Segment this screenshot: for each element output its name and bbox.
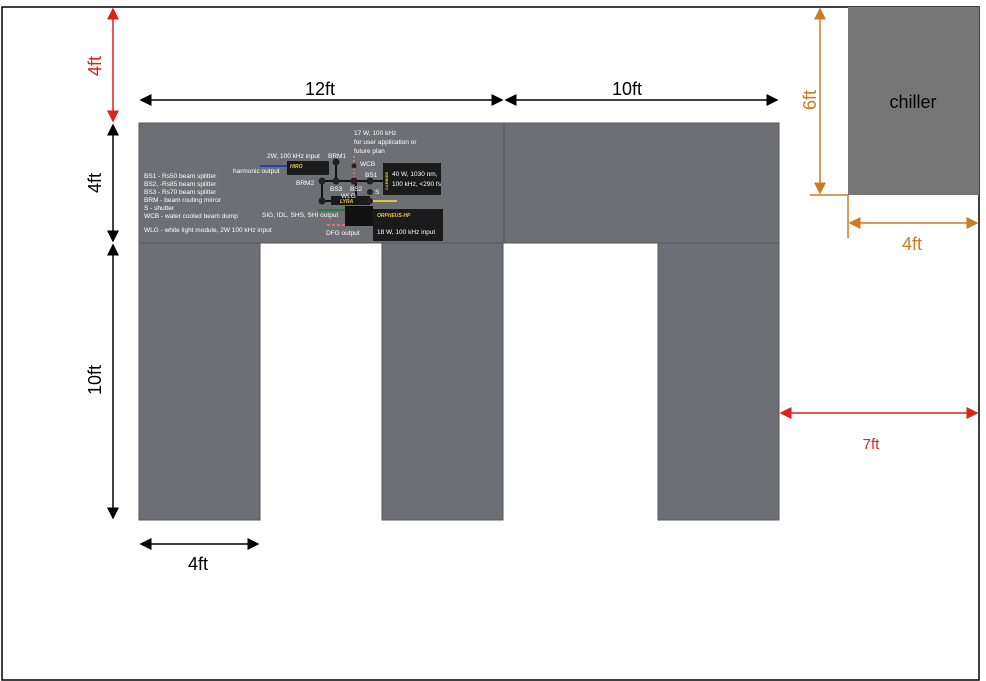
legend-item: S - shutter [144, 205, 175, 212]
table-leg-3 [657, 242, 780, 521]
user-beam-label: future plan [354, 148, 385, 155]
dim-label-table-depth: 4ft [85, 173, 105, 193]
brm2-label: BRM2 [296, 180, 314, 187]
lyra-module [331, 196, 370, 205]
dim-label-chiller-depth: 6ft [800, 90, 820, 110]
orpheus-hp-module [373, 209, 443, 241]
shutter-label: S [375, 189, 380, 196]
carbide-laser [383, 163, 441, 195]
legend-item: BS2, -Rs85 beam splitter [144, 181, 217, 188]
table-leg-2 [381, 242, 504, 521]
carbide-spec: 100 kHz, <290 fs [392, 181, 442, 188]
legend-item: BS1 - Rs50 beam splitter [144, 173, 217, 180]
harmonic-output-label: harmonic output [233, 168, 280, 175]
optics-legend: BS1 - Rs50 beam splitter BS2, -Rs85 beam… [144, 173, 272, 234]
legend-item: BRM - beam routing mirror [144, 197, 222, 204]
hiro-label: HIRO [290, 164, 303, 170]
bs1-label: BS1 [365, 172, 378, 179]
bs3-label: BS3 [330, 186, 343, 193]
dim-label-12ft: 12ft [305, 79, 335, 99]
user-beam-label: for user application or [354, 139, 417, 146]
dim-label-leg-width: 4ft [188, 554, 208, 574]
legend-item: WLG - white light module, 2W 100 kHz inp… [144, 227, 272, 234]
orpheus-label: ORPHEUS-HP [377, 213, 411, 219]
dim-label-10ft-top: 10ft [612, 79, 642, 99]
brm1-label: BRM1 [328, 153, 346, 160]
orpheus-block [345, 206, 373, 226]
orpheus-outputs-label: SIG, IDL, SHS, SHI output [262, 212, 338, 219]
legend-item: WCB - water cooled beam dump [144, 213, 238, 220]
optical-layout: HIRO LYRA CARBIDE 40 W, 1030 nm, 100 kHz… [233, 130, 443, 241]
table-leg-1 [138, 242, 261, 521]
optical-table-right [503, 122, 780, 244]
chiller-label: chiller [889, 92, 936, 112]
carbide-label: CARBIDE [384, 171, 389, 190]
dim-label-chiller-width: 4ft [902, 234, 922, 254]
dim-label-top-clearance: 4ft [85, 56, 105, 76]
wcb-label: WCB [360, 161, 375, 168]
wlg-label: WLG [341, 193, 356, 200]
dfg-output-label: DFG output [326, 230, 360, 237]
hiro-module [287, 161, 329, 175]
carbide-spec: 40 W, 1030 nm, [392, 171, 438, 178]
hiro-input-label: 2W, 100 kHz input [267, 153, 320, 160]
bs2-label: BS2 [350, 186, 363, 193]
orpheus-input-label: 18 W, 100 kHz input [377, 229, 435, 236]
user-beam-label: 17 W, 100 kHz [354, 130, 396, 137]
legend-item: BS3 - Rs70 beam splitter [144, 189, 217, 196]
chiller [848, 7, 979, 195]
lyra-label: LYRA [340, 199, 354, 205]
dim-label-leg-length: 10ft [85, 365, 105, 395]
dim-label-right-clearance: 7ft [863, 436, 881, 453]
